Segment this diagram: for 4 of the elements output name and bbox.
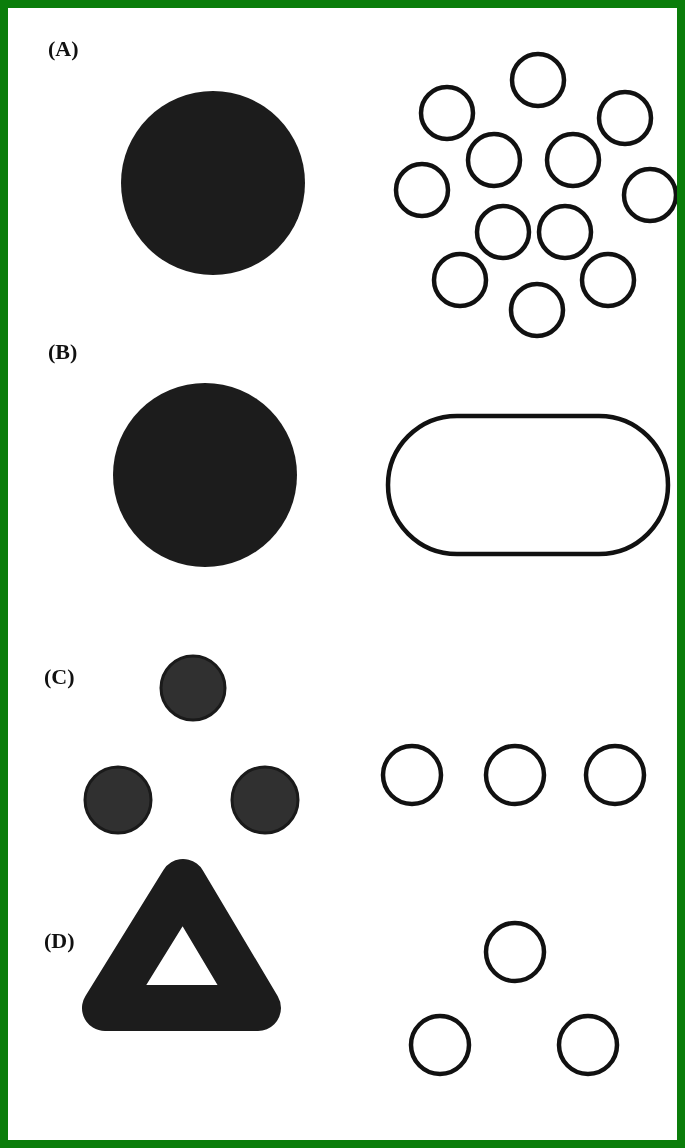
panel-label: (B) (48, 341, 78, 363)
panel-label: (C) (44, 666, 75, 688)
panel-label: (D) (44, 930, 75, 952)
panel-label: (A) (48, 38, 79, 60)
